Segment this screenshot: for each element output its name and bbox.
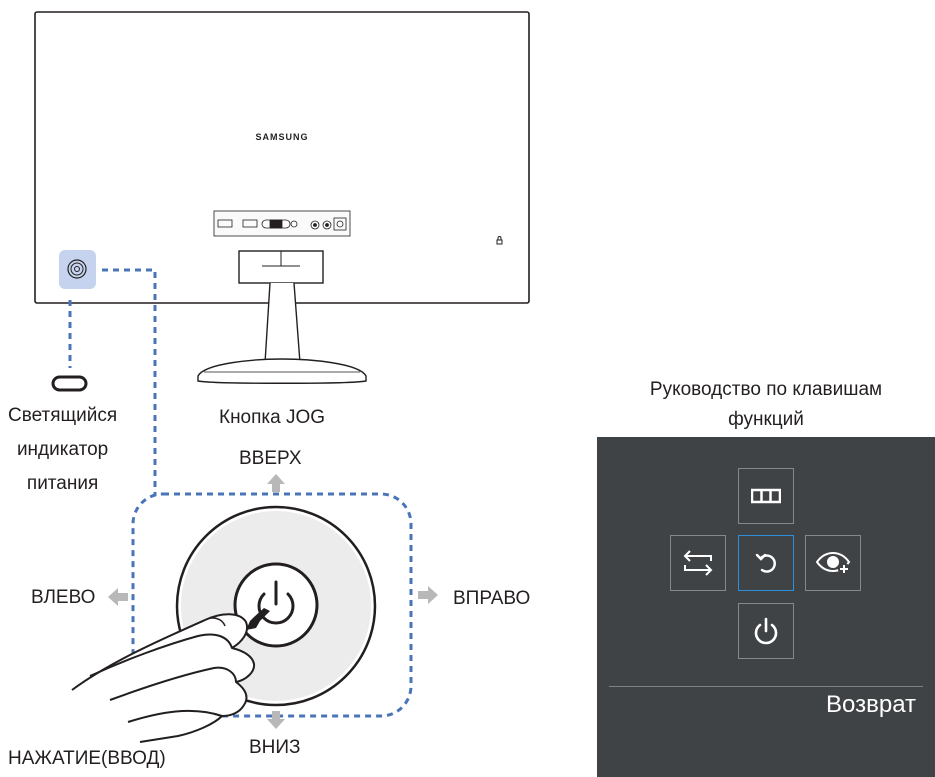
menu-button[interactable]: [738, 468, 794, 524]
selected-function-label: Возврат: [826, 691, 916, 718]
direction-arrows: [108, 474, 438, 729]
power-indicator-light: [51, 375, 88, 392]
power-icon: [257, 580, 295, 625]
arrow-down: [267, 711, 285, 729]
press-arrow: [246, 608, 270, 630]
direction-right-label: ВПРАВО: [453, 588, 531, 609]
brand-logo: SAMSUNG: [255, 132, 308, 142]
monitor-stand: [197, 250, 367, 384]
source-button[interactable]: [670, 535, 726, 591]
direction-up-label: ВВЕРХ: [239, 448, 302, 469]
power-button[interactable]: [738, 603, 794, 659]
power-icon: [754, 617, 778, 645]
eye-saver-icon: [815, 551, 851, 575]
press-enter-label: НАЖАТИЕ(ВВОД): [8, 748, 166, 769]
jog-button-label: Кнопка JOG: [219, 407, 326, 428]
jog-highlight: [59, 250, 96, 289]
port-panel: [213, 210, 351, 237]
direction-left-label: ВЛЕВО: [31, 587, 96, 608]
function-key-guide-panel: Возврат: [597, 437, 935, 777]
monitor-back: SAMSUNG: [34, 11, 530, 384]
power-indicator-label: Светящийся индикатор питания: [8, 405, 118, 494]
arrow-up: [267, 474, 285, 492]
guide-divider: [609, 686, 923, 687]
return-icon: [755, 553, 776, 573]
hand-illustration: [71, 613, 256, 743]
guide-title: Руководство по клавишам функций: [649, 379, 883, 430]
source-switch-icon: [683, 550, 713, 576]
lock-icon: [496, 236, 503, 245]
arrow-left: [108, 588, 128, 606]
return-button[interactable]: [738, 535, 794, 591]
dashed-connectors: [68, 268, 157, 496]
direction-down-label: ВНИЗ: [249, 737, 301, 758]
eye-saver-button[interactable]: [805, 535, 861, 591]
arrow-right: [418, 586, 438, 604]
menu-icon: [751, 488, 781, 504]
jog-button-icon: [67, 259, 87, 279]
